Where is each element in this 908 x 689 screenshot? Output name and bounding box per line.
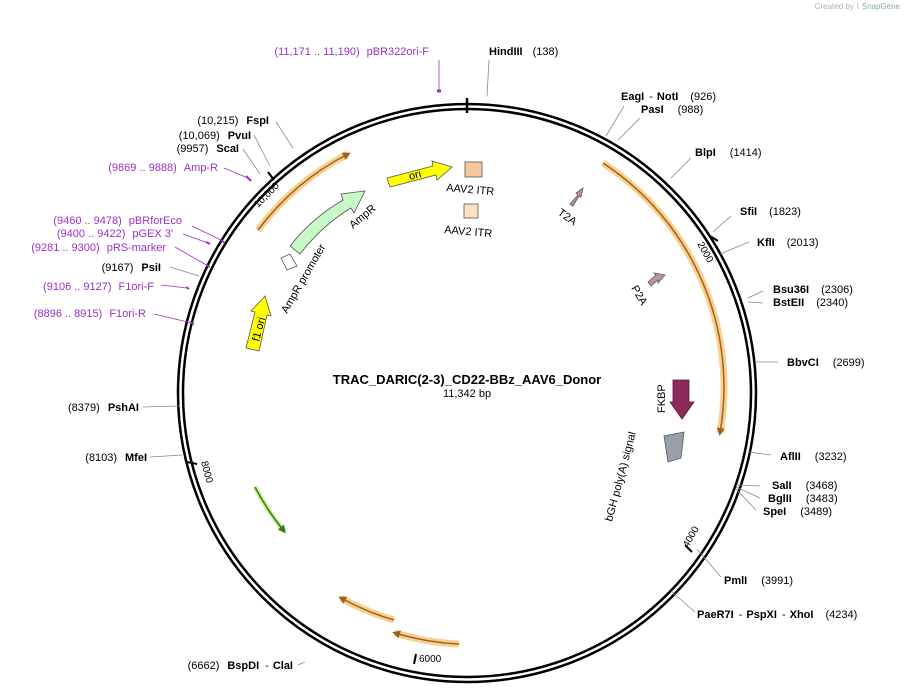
enzyme-mfei: (8103)MfeI — [85, 452, 147, 464]
snapgene-logo-icon: ⌇ — [855, 2, 860, 11]
primer-amp-r: (9869 .. 9888)Amp-R — [108, 162, 218, 174]
enzyme-scai: (9957)ScaI — [177, 143, 239, 155]
primer-f1ori-r: (8896 .. 8915)F1ori-R — [34, 308, 146, 320]
feature-ampr-promoter: AmpR promoter — [279, 242, 328, 316]
feature-itr-2-label: AAV2 ITR — [444, 224, 493, 240]
tick-mark-6000: 6000 — [413, 653, 442, 665]
feature-itr-1-label: AAV2 ITR — [446, 182, 495, 198]
enzyme-hindiii: HindIII(138) — [489, 46, 558, 58]
enzyme-kfli: KflI(2013) — [757, 237, 819, 249]
enzyme-fspi: (10,215)FspI — [197, 115, 269, 127]
feature-fkbp: FKBP — [656, 379, 695, 420]
primer-pbrforeco: (9460 .. 9478)pBRforEco — [53, 215, 182, 227]
tick-mark-4000: 4000 — [681, 524, 702, 553]
enzyme-leaders — [142, 59, 778, 666]
plasmid-name: TRAC_DARIC(2-3)_CD22-BBz_AAV6_Donor — [333, 372, 601, 387]
feature-t2a-label: T2A — [555, 207, 579, 229]
tick-label-4000: 4000 — [681, 524, 702, 549]
orf-arc-right — [601, 160, 728, 436]
enzyme-aflii: AflII(3232) — [780, 451, 847, 463]
credit-brand: SnapGene — [861, 2, 900, 11]
enzyme-spei: SpeI(3489) — [763, 506, 832, 518]
tick-label-2000: 2000 — [694, 240, 715, 265]
feature-f1-ori: f1 ori — [245, 295, 272, 352]
enzyme-bglii: BglII(3483) — [768, 493, 838, 505]
enzyme-blpi: BlpI(1414) — [695, 147, 762, 159]
plasmid-size: 11,342 bp — [443, 388, 491, 400]
enzyme-eagi-noti: EagI-NotI(926) — [621, 91, 716, 103]
tick-label-8000: 8000 — [198, 460, 214, 485]
enzyme-sfii: SfiI(1823) — [740, 206, 801, 218]
enzyme-bbvci: BbvCI(2699) — [787, 357, 865, 369]
feature-bgh-polya: bGH poly(A) signal — [603, 430, 685, 523]
orf-arc-bottom-2 — [338, 594, 395, 624]
feature-ampr-promoter-label: AmpR promoter — [279, 242, 328, 316]
enzyme-pshai: (8379)PshAI — [68, 402, 139, 414]
orf-arc-topleft — [255, 150, 351, 233]
primer-pgex3: (9400 .. 9422)pGEX 3' — [57, 228, 173, 240]
credit-text: Created by — [814, 2, 854, 11]
feature-ampr: AmpR — [289, 190, 378, 255]
primer-prs-marker: (9281 .. 9300)pRS-marker — [31, 242, 166, 254]
orf-arc-bottom-1 — [392, 629, 460, 648]
feature-p2a-label: P2A — [628, 284, 649, 309]
feature-fkbp-label: FKBP — [656, 384, 668, 413]
feature-itr-2: AAV2 ITR — [444, 203, 493, 240]
feature-itr-1: AAV2 ITR — [446, 161, 495, 198]
enzyme-bspdi-clai: (6662)BspDI-ClaI — [188, 660, 293, 672]
feature-ori: ori — [386, 160, 453, 188]
feature-t2a: T2A — [555, 187, 584, 229]
feature-ori-label: ori — [408, 168, 423, 183]
snapgene-credit: Created by ⌇ SnapGene — [815, 2, 900, 11]
primer-pbr322ori-f: (11,171 .. 11,190)pBR322ori-F — [274, 46, 429, 58]
enzyme-paer7i-pspxi-xhoi: PaeR7I-PspXI-XhoI(4234) — [697, 609, 857, 621]
primer-leaders — [153, 60, 440, 324]
enzyme-pasi: PasI(988) — [641, 104, 703, 116]
orf-arc-green — [252, 485, 286, 534]
tick-label-6000: 6000 — [419, 654, 442, 665]
enzyme-pmli: PmlI(3991) — [724, 575, 793, 587]
enzyme-pvui: (10,069)PvuI — [179, 130, 251, 142]
enzyme-bsu36i: Bsu36I(2306) — [773, 284, 853, 296]
primer-f1ori-f: (9106 .. 9127)F1ori-F — [43, 281, 154, 293]
feature-bgh-label: bGH poly(A) signal — [603, 430, 638, 522]
feature-p2a: P2A — [628, 272, 666, 309]
enzyme-psii: (9167)PsiI — [102, 262, 161, 274]
enzyme-bsteii: BstEII(2340) — [773, 297, 848, 309]
enzyme-sali: SalI(3468) — [772, 480, 837, 492]
